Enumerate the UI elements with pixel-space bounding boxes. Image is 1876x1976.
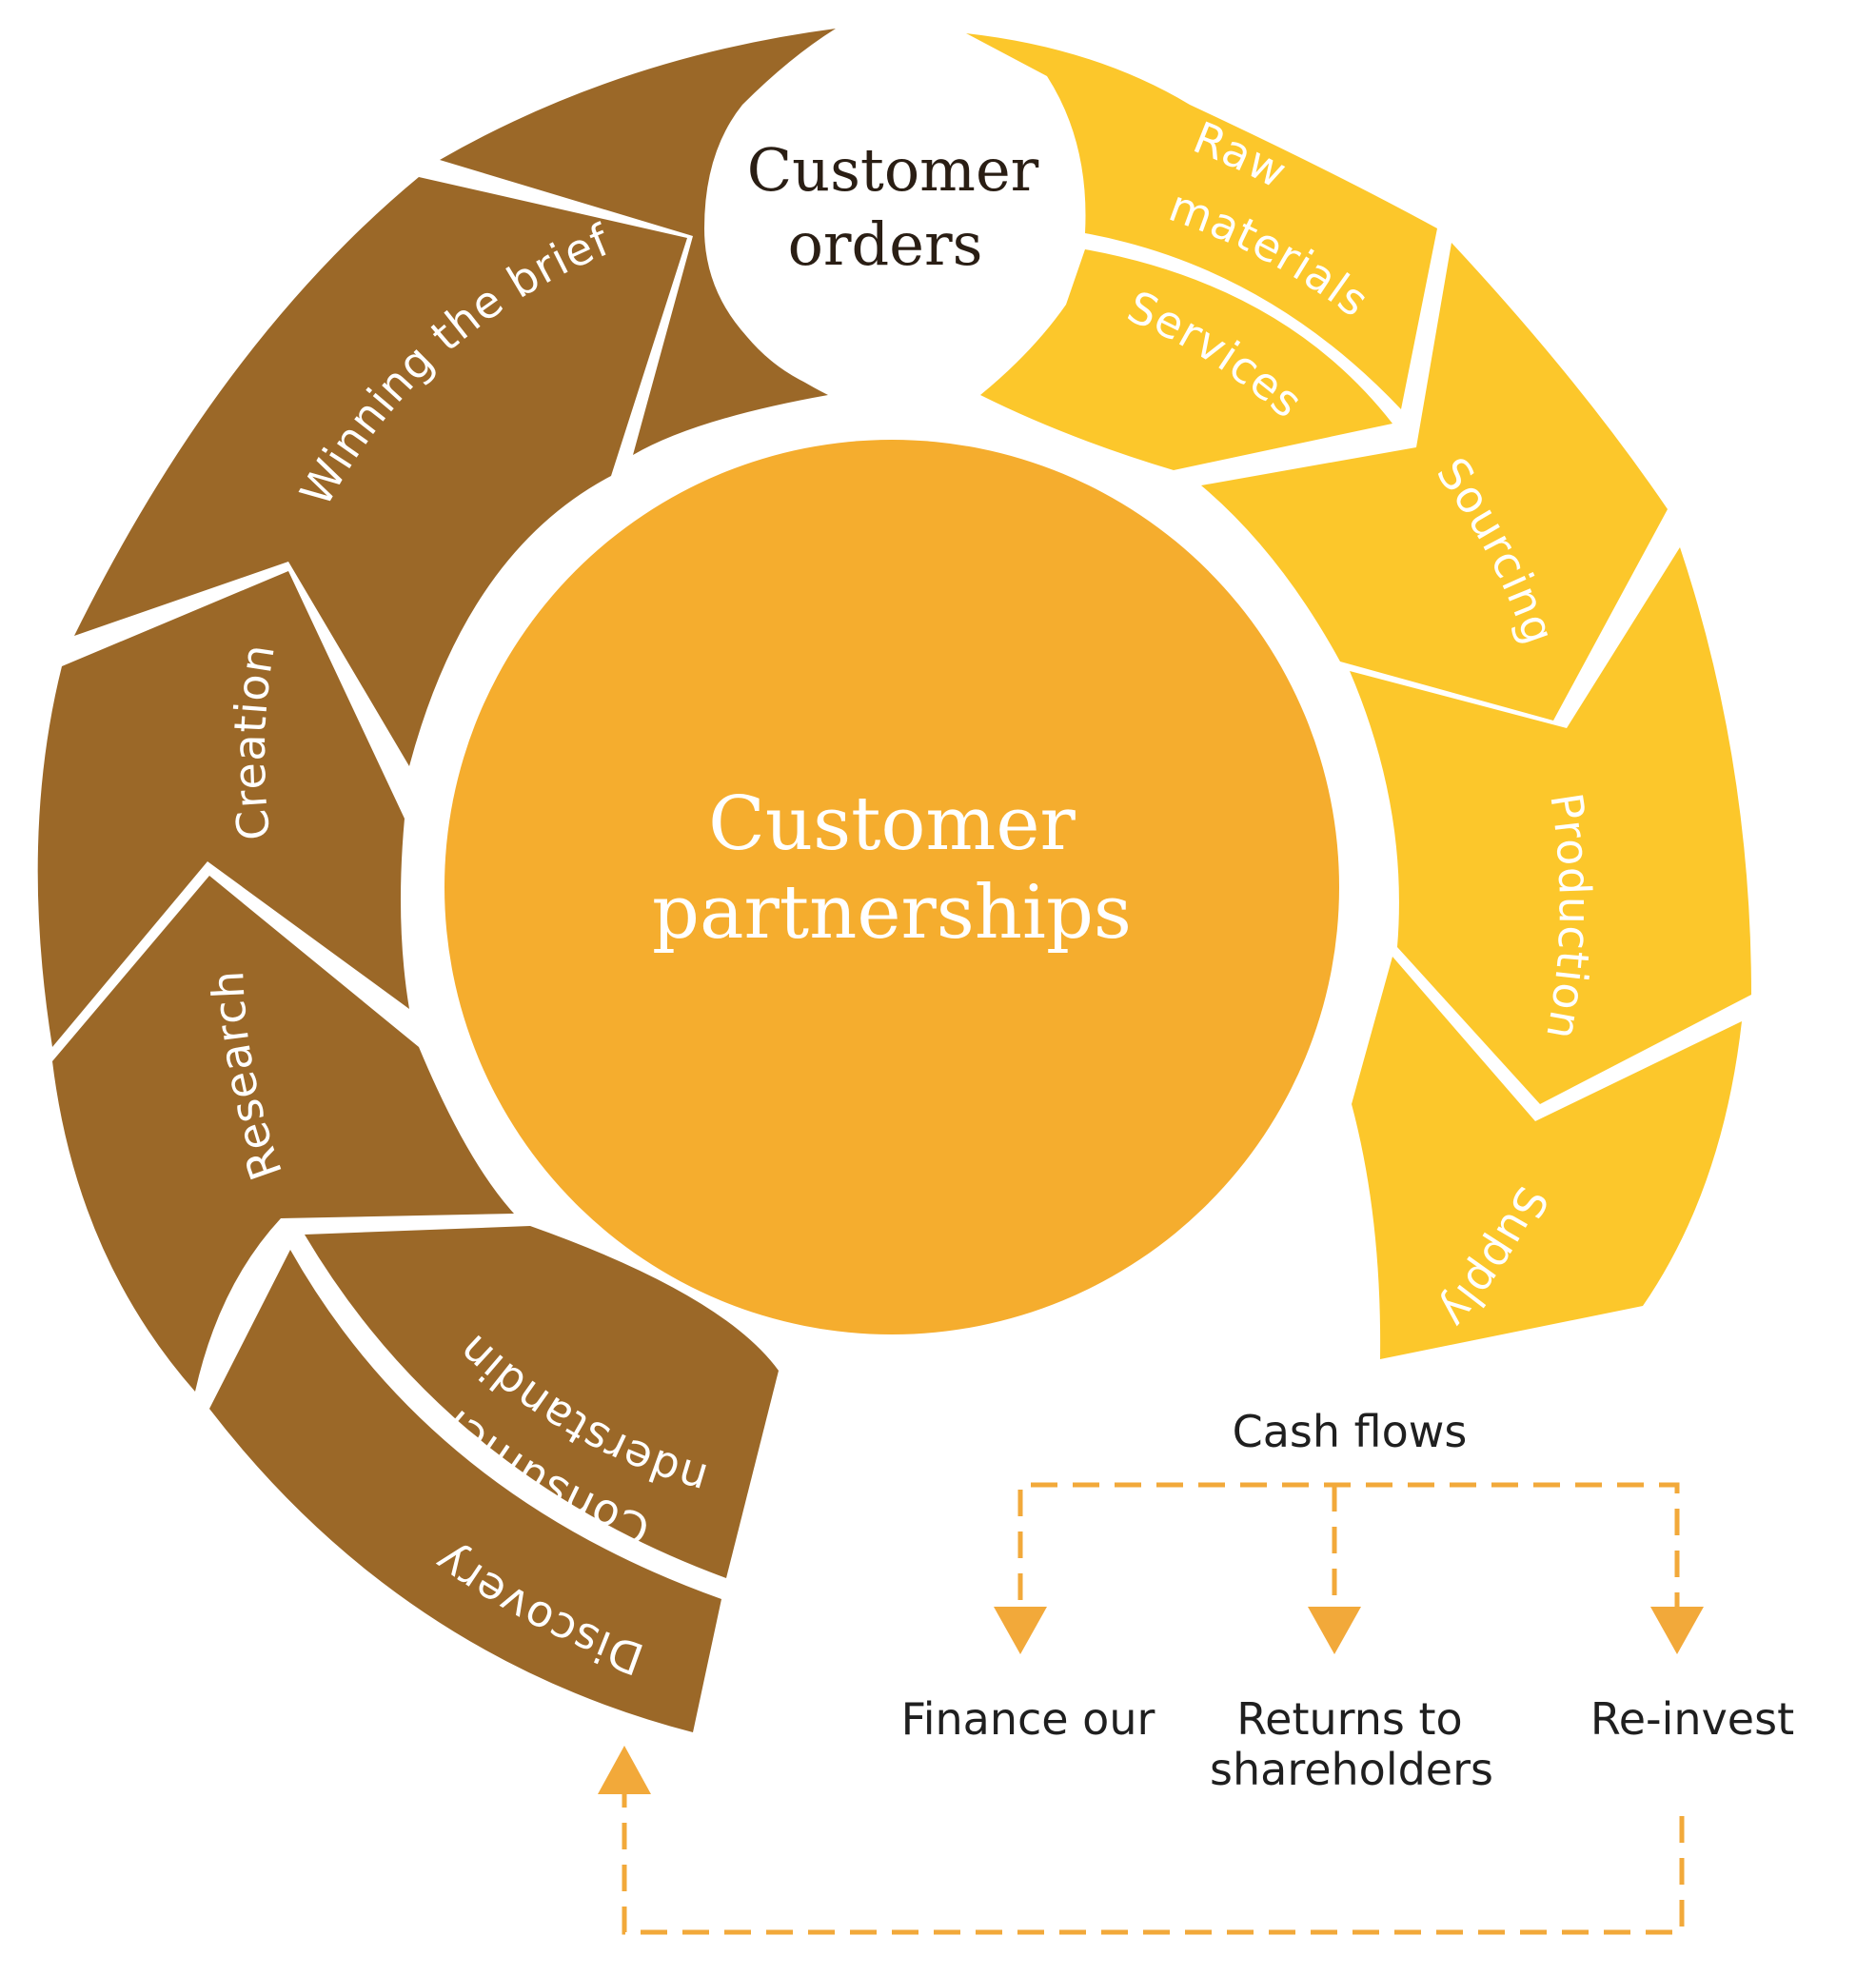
supply-segment	[1352, 957, 1742, 1359]
returns-label-line1: Returns to	[1236, 1693, 1462, 1745]
creation-label: Creation	[224, 640, 285, 842]
discovery-segment	[209, 1250, 721, 1732]
reinvest-arrow-icon	[1650, 1607, 1704, 1654]
returns-label-line2: shareholders	[1210, 1744, 1493, 1795]
sourcing-segment	[1201, 243, 1668, 721]
reinvest-return-arrow-icon	[598, 1746, 651, 1794]
winning-the-brief-segment	[74, 177, 687, 766]
returns-arrow-icon	[1308, 1607, 1361, 1654]
finance-label: Finance our	[901, 1693, 1155, 1745]
finance-arrow-icon	[994, 1607, 1047, 1654]
cash-flow-distribution-line	[1017, 1482, 1680, 1642]
reinvest-return-line	[622, 1789, 1685, 1935]
customer-orders-bubble	[706, 47, 1060, 401]
orders-tail-segment	[440, 29, 836, 455]
production-segment	[1350, 547, 1751, 1104]
creation-segment	[37, 571, 409, 1047]
customer-orders-title-line1: Customer	[747, 135, 1039, 205]
customer-orders-title-line2: orders	[788, 209, 983, 279]
hub-title-line2: partnerships	[652, 870, 1132, 956]
cash-flows-title: Cash flows	[1233, 1406, 1468, 1457]
consumer-understanding-segment	[305, 1226, 779, 1578]
reinvest-label: Re-invest	[1590, 1693, 1794, 1745]
hub-title-line1: Customer	[708, 781, 1076, 867]
services-segment	[980, 249, 1392, 470]
customer-partnerships-hub	[444, 440, 1339, 1334]
research-segment	[52, 876, 514, 1392]
raw-materials-segment	[966, 33, 1437, 409]
